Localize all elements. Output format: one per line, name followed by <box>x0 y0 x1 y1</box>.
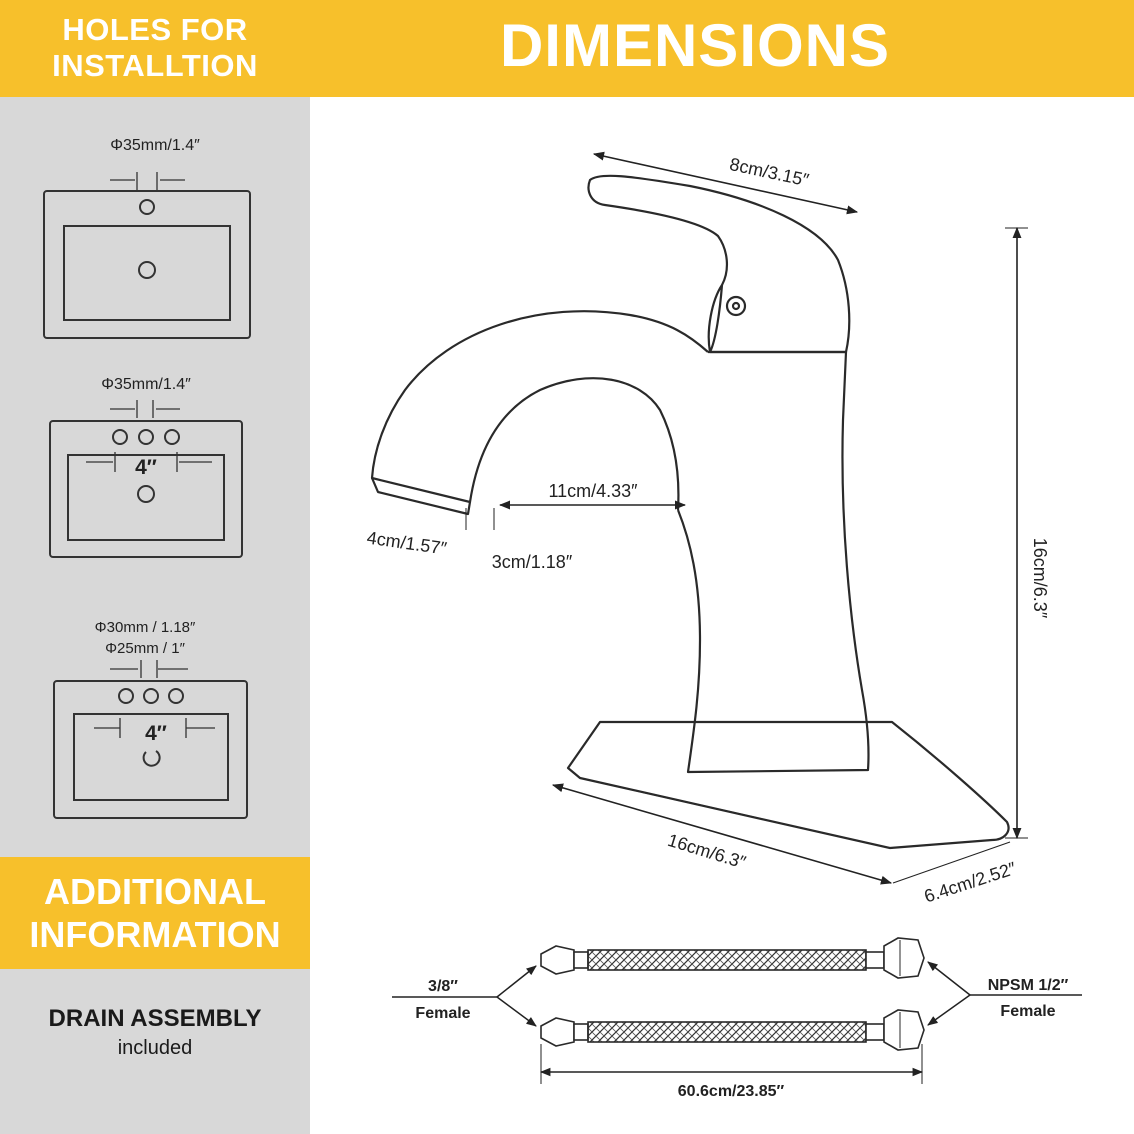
sink2-hole-label: Φ35mm/1.4″ <box>101 376 191 393</box>
spout-length-label: 4cm/1.57″ <box>366 528 449 559</box>
spout-width-label: 3cm/1.18″ <box>492 552 573 572</box>
sink3-hole-label-2: Φ25mm / 1″ <box>105 640 185 657</box>
holes-header: HOLES FOR INSTALLTION <box>0 0 310 97</box>
hose-bottom <box>540 1009 925 1051</box>
additional-info-header: ADDITIONAL INFORMATION <box>0 857 310 969</box>
sink3-hole-label-1: Φ30mm / 1.18″ <box>95 619 196 636</box>
additional-line2: INFORMATION <box>29 914 281 955</box>
sink-three-hole-alt: Φ30mm / 1.18″ Φ25mm / 1″ 4″ <box>53 619 248 819</box>
drain-info: DRAIN ASSEMBLY included <box>0 969 310 1134</box>
hose-left-type: Female <box>415 1005 470 1022</box>
faucet-outline <box>370 174 1010 850</box>
sink-single-hole: Φ35mm/1.4″ <box>43 137 251 339</box>
sink2-spacing-label: 4″ <box>135 456 157 479</box>
sink1-hole-label: Φ35mm/1.4″ <box>110 137 200 154</box>
hose-right-type: Female <box>1000 1003 1055 1020</box>
handle-length-label: 8cm/3.15″ <box>728 154 811 190</box>
holes-header-line2: INSTALLTION <box>52 48 258 83</box>
hose-top <box>540 937 925 979</box>
sink-three-hole: Φ35mm/1.4″ 4″ <box>49 376 243 558</box>
dimension-lines <box>465 151 1028 885</box>
additional-line1: ADDITIONAL <box>44 871 266 912</box>
sink3-spacing-label: 4″ <box>145 722 167 745</box>
drain-title: DRAIN ASSEMBLY <box>48 1005 262 1032</box>
spout-reach-label: 11cm/4.33″ <box>548 481 638 501</box>
drain-subtitle: included <box>117 1037 193 1059</box>
base-length-label: 16cm/6.3″ <box>665 830 748 873</box>
height-label: 16cm/6.3″ <box>1030 538 1050 619</box>
holes-header-line1: HOLES FOR <box>62 12 248 47</box>
hose-callouts <box>392 961 1082 1084</box>
dimensions-title: DIMENSIONS <box>499 12 891 79</box>
hose-right-size: NPSM 1/2″ <box>988 977 1069 994</box>
hose-length-label: 60.6cm/23.85″ <box>678 1083 785 1100</box>
base-width-label: 6.4cm/2.52″ <box>922 858 1020 907</box>
dimensions-header: DIMENSIONS <box>310 0 1134 97</box>
faucet-diagram: 8cm/3.15″ 16cm/6.3″ 11cm/4.33″ 4cm/1.57″… <box>366 151 1082 1100</box>
sink-diagrams: Φ35mm/1.4″ Φ35mm/1.4″ 4″ Φ30mm / 1.18″ Φ… <box>43 137 251 819</box>
hose-left-size: 3/8″ <box>428 978 458 995</box>
